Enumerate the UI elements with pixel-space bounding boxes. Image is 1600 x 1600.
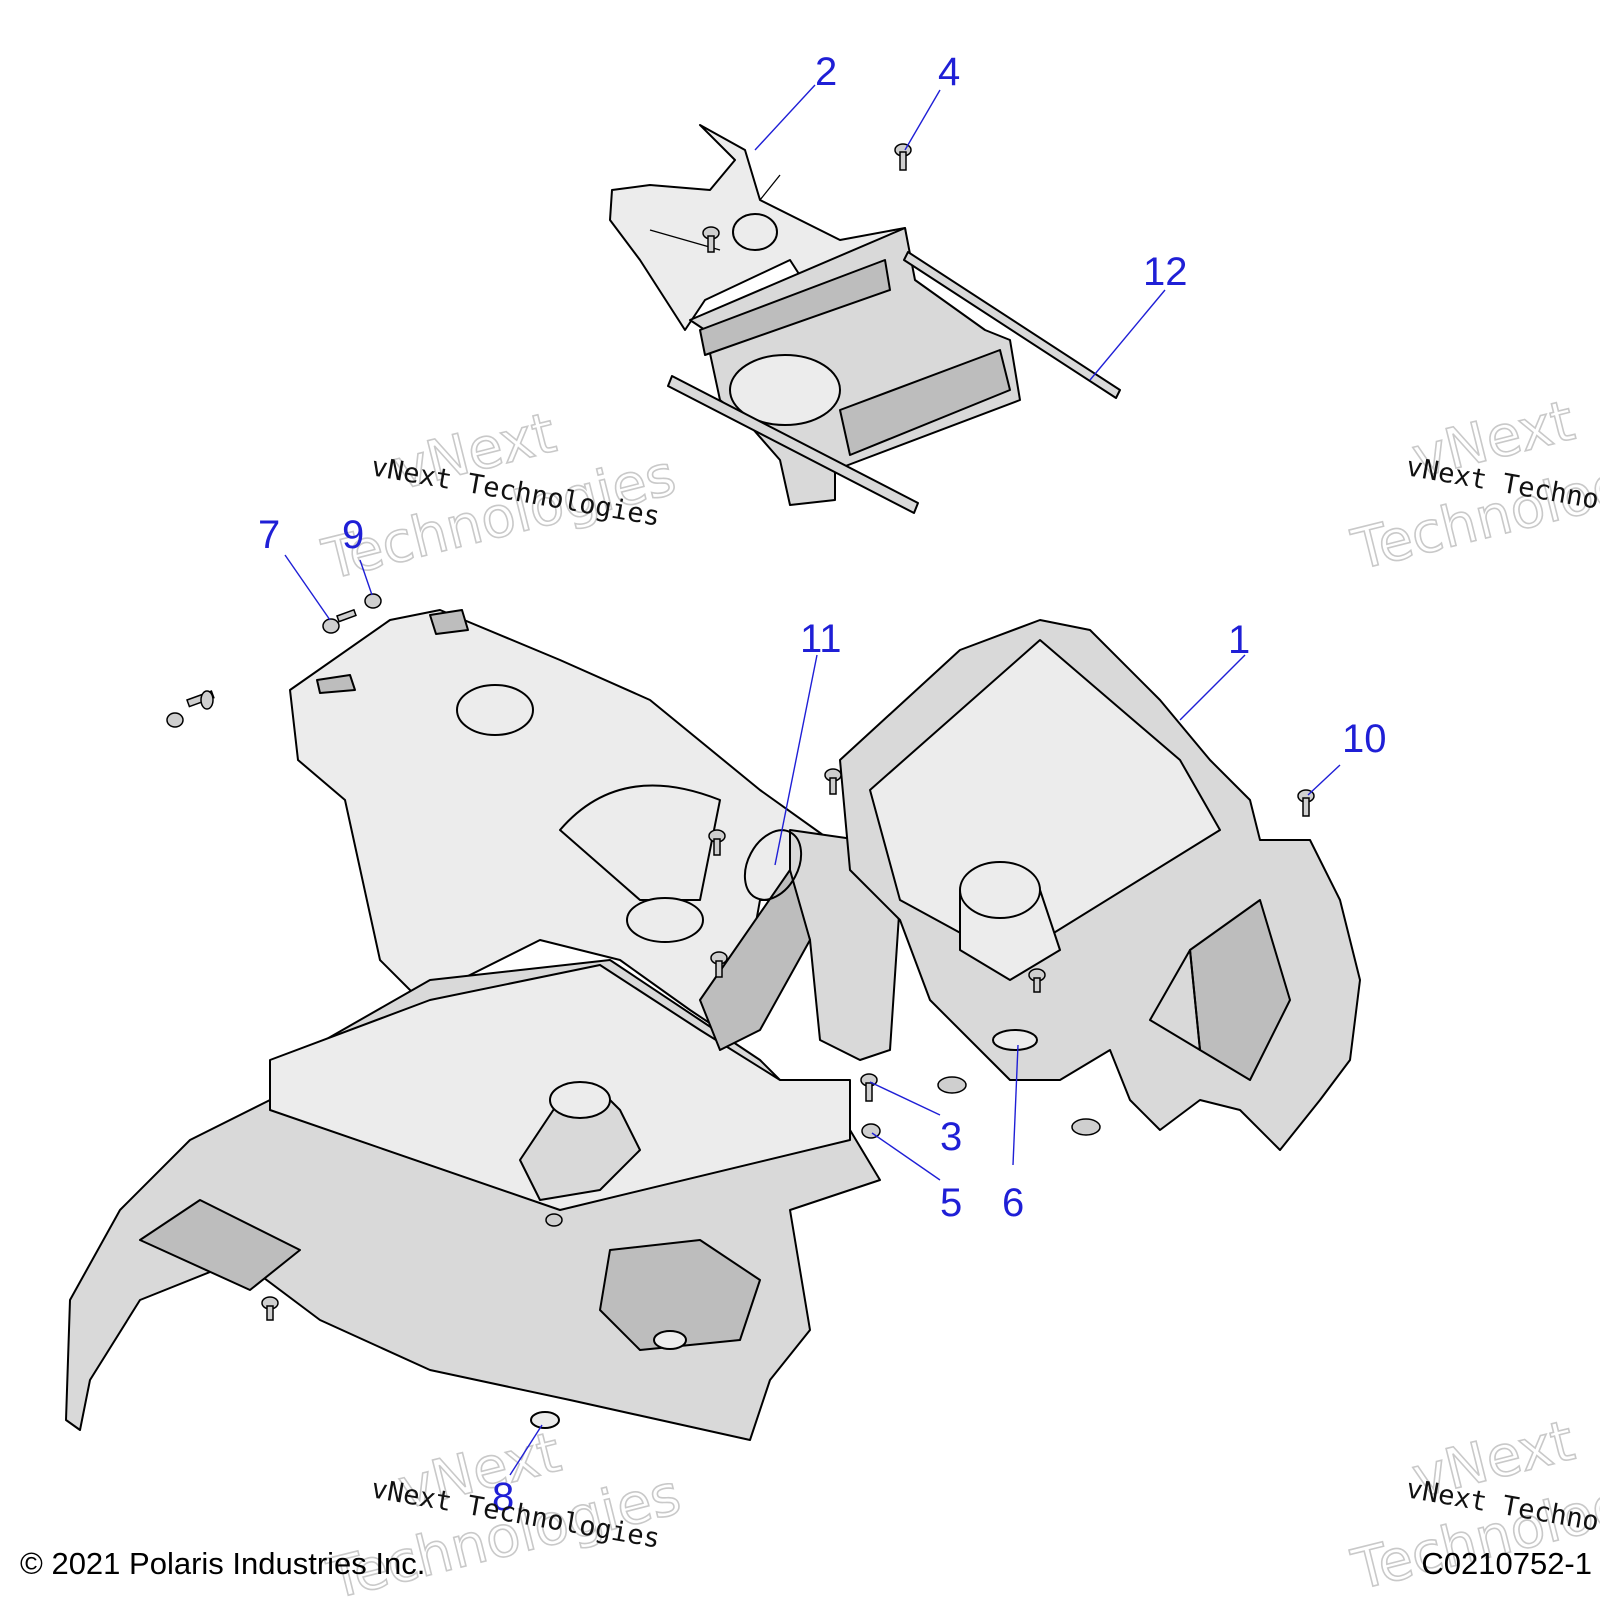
callout-9: 9 [342,513,364,557]
part-2-upper-tray [609,124,1021,506]
screw-4-shank [899,151,907,171]
callout-7: 7 [258,513,280,557]
leader-lines [284,84,1341,1476]
callout-10: 10 [1342,717,1387,761]
callout-8: 8 [492,1475,514,1519]
fasteners [166,143,1315,1321]
callout-11: 11 [800,617,842,661]
washer-5 [861,1123,881,1139]
callout-1: 1 [1228,618,1250,662]
callout-2: 2 [815,50,837,94]
figure-id: C0210752-1 [1421,1546,1592,1581]
left-fender-assembly [65,609,881,1441]
callout-12: 12 [1143,250,1188,294]
part-12-rods [667,251,1121,514]
callout-4: 4 [938,50,960,94]
part-1-right-fender [839,619,1361,1151]
callout-labels: 1 2 3 4 5 6 7 8 9 10 11 12 [258,50,1387,1519]
copyright-text: © 2021 Polaris Industries Inc. [20,1546,426,1581]
callout-6: 6 [1002,1181,1024,1225]
bolt-7 [322,618,340,634]
nut-9 [364,593,382,609]
callout-3: 3 [940,1115,962,1159]
callout-5: 5 [940,1181,962,1225]
